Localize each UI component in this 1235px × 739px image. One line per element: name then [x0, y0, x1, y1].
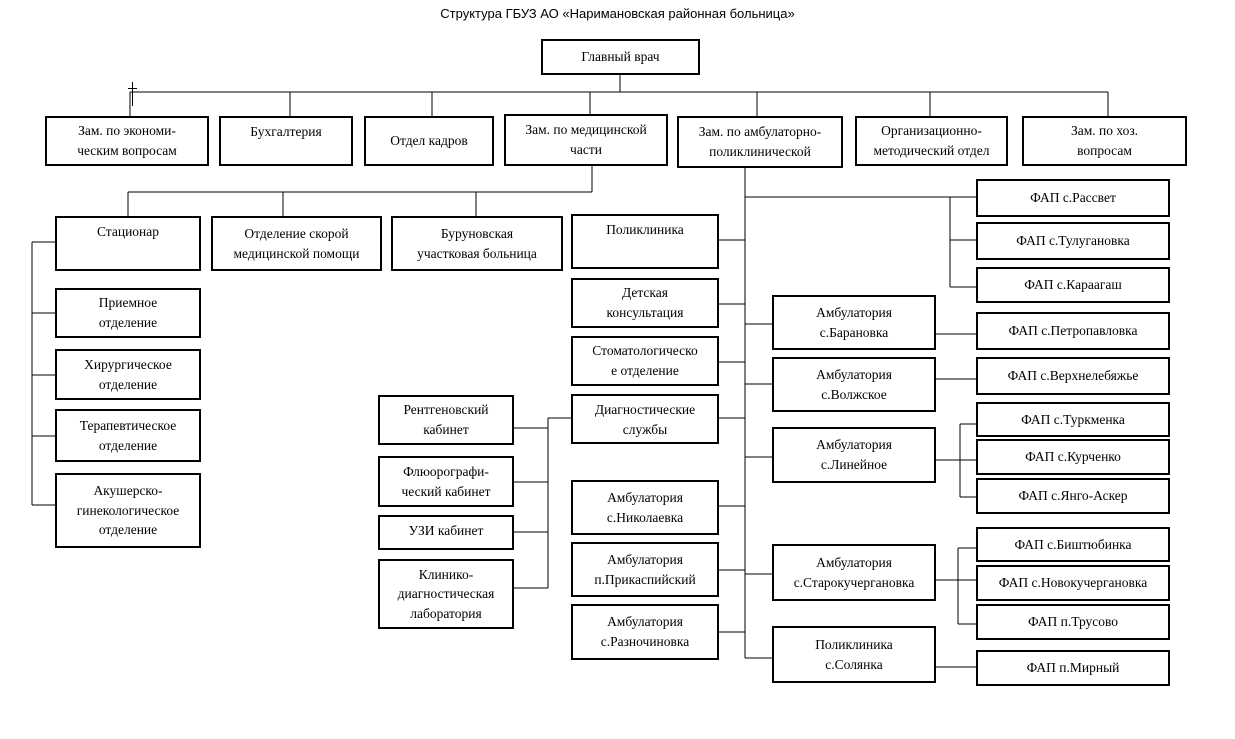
node-burunovskaya-hospital[interactable]: Буруновская участковая больница — [391, 216, 563, 271]
node-methodical-department[interactable]: Организационно- методический отдел — [855, 116, 1008, 166]
node-emergency-department[interactable]: Отделение скорой медицинской помощи — [211, 216, 382, 271]
node-children-consultation[interactable]: Детская консультация — [571, 278, 719, 328]
node-fluorography-room[interactable]: Флюорографи- ческий кабинет — [378, 456, 514, 507]
node-fap-turkmenka[interactable]: ФАП с.Туркменка — [976, 402, 1170, 437]
node-admission-department[interactable]: Приемное отделение — [55, 288, 201, 338]
node-deputy-household[interactable]: Зам. по хоз. вопросам — [1022, 116, 1187, 166]
node-fap-bishtyubinka[interactable]: ФАП с.Биштюбинка — [976, 527, 1170, 562]
node-amb-raznochinovka[interactable]: Амбулатория с.Разночиновка — [571, 604, 719, 660]
node-fap-novokuchergan[interactable]: ФАП с.Новокучергановка — [976, 565, 1170, 601]
node-deputy-medical[interactable]: Зам. по медицинской части — [504, 114, 668, 166]
node-dental-department[interactable]: Стоматологическо е отделение — [571, 336, 719, 386]
text-cursor-bar — [128, 88, 137, 89]
node-diagnostic-services[interactable]: Диагностические службы — [571, 394, 719, 444]
node-amb-volzhskoe[interactable]: Амбулатория с.Волжское — [772, 357, 936, 412]
node-deputy-economics[interactable]: Зам. по экономи- ческим вопросам — [45, 116, 209, 166]
node-polyclinic-solyanka[interactable]: Поликлиника с.Солянка — [772, 626, 936, 683]
node-fap-trusovo[interactable]: ФАП п.Трусово — [976, 604, 1170, 640]
node-obstetric-department[interactable]: Акушерско- гинекологическое отделение — [55, 473, 201, 548]
node-fap-tuluganovka[interactable]: ФАП с.Тулугановка — [976, 222, 1170, 260]
node-amb-prikaspiysky[interactable]: Амбулатория п.Прикаспийский — [571, 542, 719, 597]
node-hr[interactable]: Отдел кадров — [364, 116, 494, 166]
node-fap-mirny[interactable]: ФАП п.Мирный — [976, 650, 1170, 686]
node-amb-starokuchergan[interactable]: Амбулатория с.Старокучергановка — [772, 544, 936, 601]
node-ultrasound-room[interactable]: УЗИ кабинет — [378, 515, 514, 550]
node-accounting[interactable]: Бухгалтерия — [219, 116, 353, 166]
node-fap-karaagash[interactable]: ФАП с.Караагаш — [976, 267, 1170, 303]
node-amb-lineynoe[interactable]: Амбулатория с.Линейное — [772, 427, 936, 483]
node-hospital[interactable]: Стационар — [55, 216, 201, 271]
node-fap-rassvet[interactable]: ФАП с.Рассвет — [976, 179, 1170, 217]
node-fap-petropavlovka[interactable]: ФАП с.Петропавловка — [976, 312, 1170, 350]
node-fap-kurchenko[interactable]: ФАП с.Курченко — [976, 439, 1170, 475]
node-amb-baranovka[interactable]: Амбулатория с.Барановка — [772, 295, 936, 350]
node-fap-yango-asker[interactable]: ФАП с.Янго-Аскер — [976, 478, 1170, 514]
chart-title: Структура ГБУЗ АО «Наримановская районна… — [440, 6, 795, 21]
text-cursor — [132, 82, 133, 106]
node-polyclinic[interactable]: Поликлиника — [571, 214, 719, 269]
node-deputy-outpatient[interactable]: Зам. по амбулаторно- поликлинической — [677, 116, 843, 168]
node-chief-doctor[interactable]: Главный врач — [541, 39, 700, 75]
node-clinical-lab[interactable]: Клинико- диагностическая лаборатория — [378, 559, 514, 629]
node-amb-nikolaevka[interactable]: Амбулатория с.Николаевка — [571, 480, 719, 535]
node-surgical-department[interactable]: Хирургическое отделение — [55, 349, 201, 400]
node-xray-room[interactable]: Рентгеновский кабинет — [378, 395, 514, 445]
node-fap-verkhnelebyazhye[interactable]: ФАП с.Верхнелебяжье — [976, 357, 1170, 395]
node-therapeutic-department[interactable]: Терапевтическое отделение — [55, 409, 201, 462]
